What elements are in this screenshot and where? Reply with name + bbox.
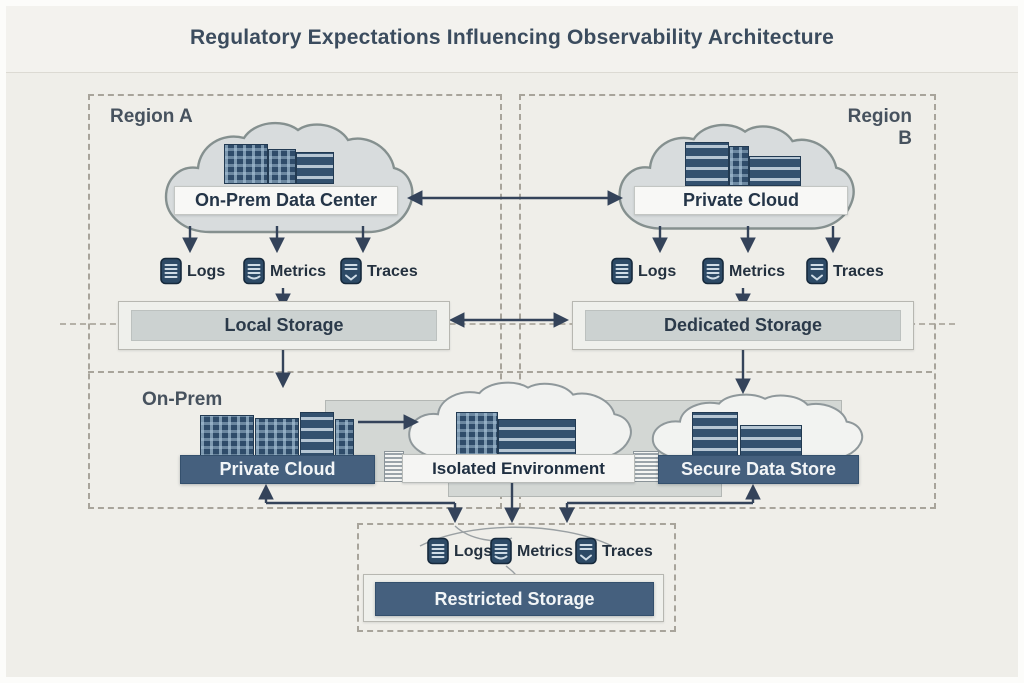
log-database-icon [427,537,449,565]
on-prem-data-center-label: On-Prem Data Center [194,190,378,210]
data-center-buildings-icon [224,144,268,184]
server-rack-icon [685,142,729,186]
telemetry-a-traces: Traces [340,257,418,285]
traces-label: Traces [367,262,418,280]
dedicated-storage-label: Dedicated Storage [585,310,901,341]
metrics-label: Metrics [270,262,327,280]
isolated-rack-icon [498,419,576,457]
telemetry-b-metrics: Metrics [702,257,785,285]
metrics-label: Metrics [517,542,574,560]
metrics-label: Metrics [729,262,786,280]
on-prem-data-center-bar: On-Prem Data Center [174,186,398,215]
secure-rack-wide-icon [740,425,802,456]
traces-label: Traces [833,262,884,280]
dedicated-storage-box: Dedicated Storage [572,301,914,350]
local-storage-box: Local Storage [118,301,450,350]
logs-label: Logs [454,542,493,560]
region-b-boundary [519,94,936,509]
on-prem-building-icon [200,415,254,458]
secure-data-store-label: Secure Data Store [680,459,837,479]
telemetry-r-traces: Traces [575,537,653,565]
region-a-boundary [88,94,502,509]
on-prem-label: On-Prem [142,389,223,410]
page-title: Regulatory Expectations Influencing Obse… [189,26,835,49]
logs-label: Logs [187,262,226,280]
log-database-icon [611,257,633,285]
isolated-environment-bar: Isolated Environment [402,454,635,483]
on-prem-building-icon [255,418,299,458]
secure-rack-icon [692,412,738,456]
telemetry-a-metrics: Metrics [243,257,326,285]
region-a-label: Region A [110,106,193,127]
telemetry-r-metrics: Metrics [490,537,573,565]
region-b-label: Region B [847,106,912,149]
server-rack-wide-icon [749,156,801,186]
secure-data-store-bar: Secure Data Store [658,455,859,484]
isolated-environment-label: Isolated Environment [432,458,605,478]
connector-coupling-left [384,451,404,482]
data-center-tower-icon [268,149,296,184]
local-storage-label: Local Storage [131,310,437,341]
private-cloud-bar: Private Cloud [634,186,848,215]
restricted-storage-bar: Restricted Storage [375,582,654,616]
metrics-database-icon [243,257,265,285]
metrics-database-icon [702,257,724,285]
arrows [182,190,841,524]
metrics-database-icon [490,537,512,565]
server-tower-icon [729,146,749,186]
on-prem-backdrop-extension [448,480,722,497]
traces-database-icon [575,537,597,565]
on-prem-tower-icon [335,419,354,458]
telemetry-b-logs: Logs [611,257,676,285]
restricted-storage-box: Restricted Storage [363,574,664,622]
log-database-icon [160,257,182,285]
on-prem-rack-icon [300,412,334,458]
traces-database-icon [340,257,362,285]
restricted-storage-label: Restricted Storage [434,588,595,609]
telemetry-b-traces: Traces [806,257,884,285]
telemetry-r-logs: Logs [427,537,492,565]
traces-database-icon [806,257,828,285]
private-cloud-label: Private Cloud [682,190,800,210]
telemetry-a-logs: Logs [160,257,225,285]
on-prem-boundary-line [88,371,932,373]
on-prem-private-cloud-label: Private Cloud [219,459,336,479]
restricted-zone-boundary [357,523,676,632]
logs-label: Logs [638,262,677,280]
isolated-building-icon [456,412,498,457]
connector-coupling-right [633,451,659,482]
data-center-rack-icon [296,152,334,184]
traces-label: Traces [602,542,653,560]
title-band [6,6,1018,73]
on-prem-private-cloud-bar: Private Cloud [180,455,375,484]
